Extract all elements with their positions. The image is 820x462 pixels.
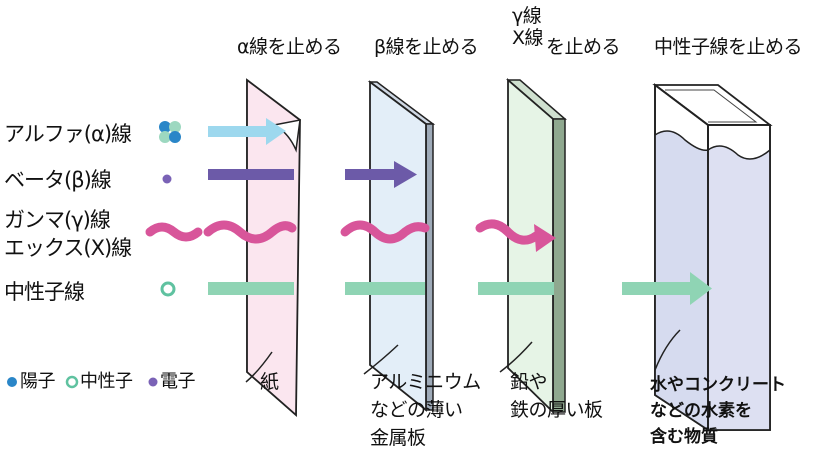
stop-neutron-label: 中性子線を止める: [654, 36, 803, 58]
proton-legend-dot: [7, 377, 17, 387]
xray-label: エックス(X)線: [4, 236, 132, 260]
aluminium-plate: [367, 80, 436, 412]
alpha-ray-label: アルファ(α)線: [4, 122, 132, 146]
aluminium-label-line2: などの薄い: [370, 399, 463, 421]
paper-sheet: [246, 78, 301, 417]
beta-ray-arrow: [208, 161, 417, 188]
lead-iron-label: 鉛や 鉄の厚い板: [510, 368, 603, 424]
label-leader-lines: [245, 329, 681, 383]
neutron-ray-label: 中性子線: [4, 280, 85, 304]
water-concrete-label: 水やコンクリート などの水素を 含む物質: [650, 372, 786, 450]
water-label-line3: 含む物質: [650, 427, 718, 447]
lead-iron-plate: [505, 78, 568, 415]
stop-gamma-x-label: γ線 X線: [512, 5, 544, 49]
stop-gamma-suffix: を止める: [546, 36, 621, 58]
neutron-legend-label: 中性子: [80, 371, 133, 392]
alpha-particle-icon: [159, 121, 181, 143]
water-label-line1: 水やコンクリート: [650, 375, 786, 395]
paper-label: 紙: [260, 371, 279, 393]
water-label-line2: などの水素を: [650, 401, 752, 421]
neutron-particle-icon: [160, 281, 176, 297]
gamma-xray-wave: [145, 219, 541, 245]
stop-gamma-line2: X線: [512, 27, 544, 49]
electron-legend-label: 電子: [160, 371, 196, 392]
gamma-wave-arrowhead: [534, 224, 556, 252]
electron-particle-icon: [162, 174, 172, 184]
proton-legend-label: 陽子: [20, 371, 56, 392]
lead-iron-label-line2: 鉄の厚い板: [510, 399, 603, 421]
aluminium-label: アルミニウム などの薄い 金属板: [370, 368, 481, 452]
electron-legend-dot: [148, 377, 158, 387]
gamma-ray-label: ガンマ(γ)線: [4, 208, 111, 232]
stop-alpha-label: α線を止める: [237, 36, 342, 58]
aluminium-label-line1: アルミニウム: [370, 371, 481, 393]
neutron-ray-arrow: [208, 272, 712, 305]
stop-beta-label: β線を止める: [374, 36, 479, 58]
alpha-ray-arrow: [208, 118, 286, 145]
beta-ray-label: ベータ(β)線: [4, 168, 112, 192]
stop-gamma-line1: γ線: [512, 5, 542, 27]
aluminium-label-line3: 金属板: [370, 427, 426, 449]
lead-iron-label-line1: 鉛や: [510, 371, 548, 393]
neutron-legend-dot: [65, 375, 79, 389]
